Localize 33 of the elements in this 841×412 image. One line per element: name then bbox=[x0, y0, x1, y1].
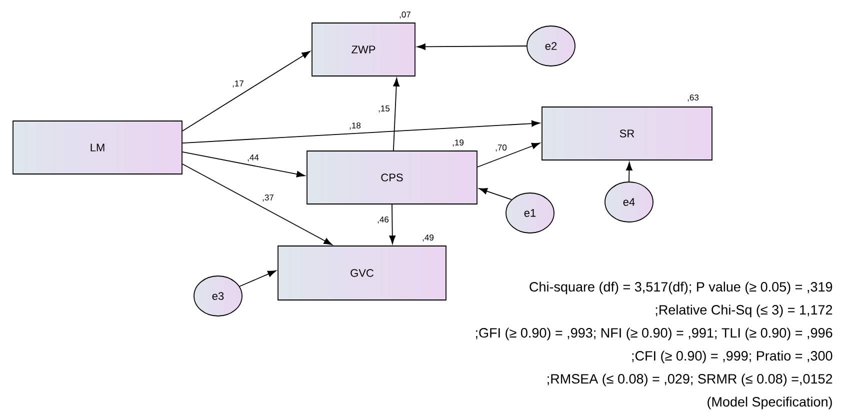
fit-statistics-line: Chi-square (df) = 3,517(df); P value (≥ 0.05) = ,319 bbox=[530, 282, 832, 294]
path-coefficient: ,70 bbox=[496, 144, 507, 152]
fit-statistics-line: ;GFI (≥ 0.90) = ,993; NFI (≥ 0.90) = ,991; TLI (≥ 0.90) = ,996 bbox=[476, 328, 832, 340]
variable-box: CPS bbox=[306, 150, 478, 204]
arrow bbox=[182, 120, 540, 144]
r-squared-value: ,19 bbox=[452, 140, 464, 146]
path-coefficient: ,46 bbox=[378, 216, 389, 224]
fit-statistics-line: ;Relative Chi-Sq (≤ 3) = 1,172 bbox=[656, 304, 832, 318]
arrow bbox=[389, 204, 396, 244]
path-coefficient: ,37 bbox=[262, 194, 274, 202]
fit-statistics-line: (Model Specification) bbox=[708, 396, 832, 410]
arrow bbox=[182, 51, 310, 132]
fit-statistics-line: ;RMSEA (≤ 0.08) = ,029; SRMR (≤ 0.08) =,0152 bbox=[548, 374, 832, 386]
variable-box: ZWP bbox=[312, 22, 416, 76]
path-coefficient: ,18 bbox=[350, 122, 361, 130]
arrow bbox=[182, 164, 332, 246]
variable-box: GVC bbox=[278, 246, 446, 300]
arrow bbox=[416, 44, 527, 50]
r-squared-value: ,63 bbox=[688, 94, 699, 102]
variable-box: LM bbox=[12, 120, 182, 174]
arrow bbox=[182, 152, 306, 178]
r-squared-value: ,49 bbox=[422, 234, 434, 242]
arrow bbox=[239, 270, 276, 287]
path-coefficient: ,15 bbox=[378, 106, 390, 112]
arrow bbox=[626, 162, 632, 182]
arrow bbox=[477, 142, 540, 168]
variable-box: SR bbox=[542, 106, 712, 160]
r-squared-value: ,07 bbox=[400, 12, 410, 18]
arrow bbox=[478, 188, 512, 200]
arrow bbox=[392, 78, 400, 151]
path-coefficient: ,44 bbox=[248, 154, 259, 162]
fit-statistics-line: ;CFI (≥ 0.90) = ,999; Pratio = ,300 bbox=[632, 350, 832, 364]
path-coefficient: ,17 bbox=[232, 80, 244, 88]
